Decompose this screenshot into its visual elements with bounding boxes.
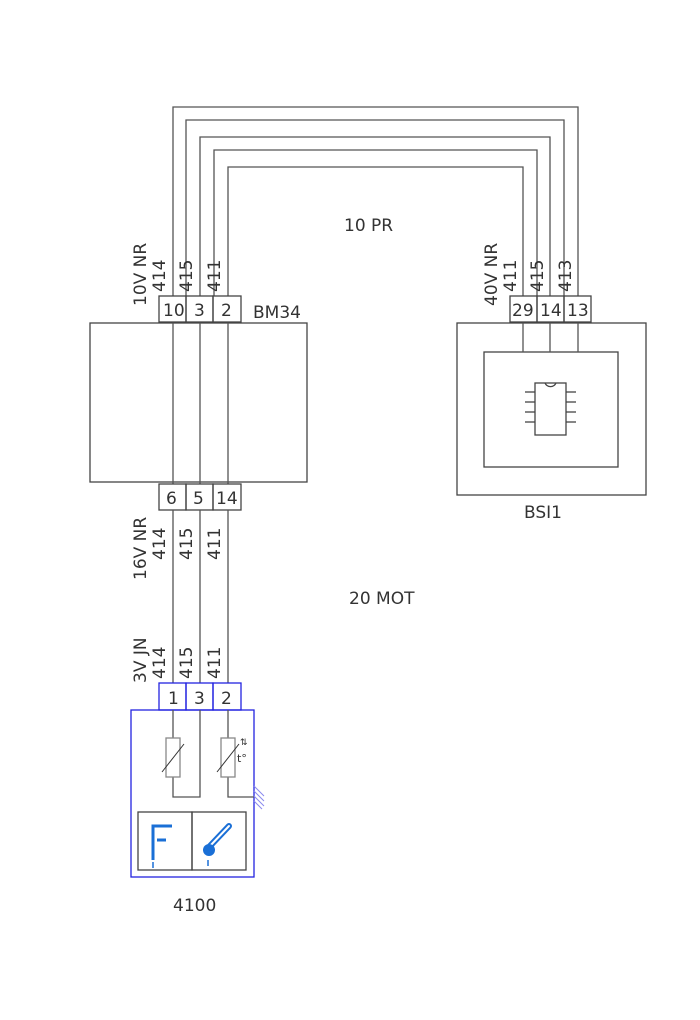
sensor-wire-labels: 3V JN 414 415 411 [131, 637, 225, 683]
bm34-internal-wires [172, 322, 229, 484]
svg-text:414: 414 [150, 528, 170, 560]
svg-text:415: 415 [177, 528, 197, 560]
svg-text:411: 411 [205, 260, 225, 292]
svg-text:411: 411 [501, 260, 521, 292]
svg-text:14: 14 [216, 489, 238, 509]
svg-text:3V JN: 3V JN [131, 637, 151, 683]
svg-text:415: 415 [177, 647, 197, 679]
bsi1-module [456, 322, 647, 496]
bm34-bottom-connector: 6 5 14 [158, 483, 242, 511]
harness-label-bottom: 20 MOT [349, 589, 415, 609]
svg-text:⇅: ⇅ [240, 738, 248, 748]
svg-text:5: 5 [193, 489, 204, 509]
svg-text:10: 10 [163, 301, 185, 321]
harness-label-top: 10 PR [344, 216, 393, 236]
sensor-4100-body [130, 709, 255, 878]
svg-text:40V NR: 40V NR [482, 243, 502, 306]
bm34-label: BM34 [253, 303, 301, 323]
bsi1-wire-labels: 40V NR 411 415 413 [482, 243, 576, 306]
ground-hatch-icon [253, 785, 265, 810]
bm34-top-connector: 10 3 2 [158, 295, 242, 323]
bm34-bottom-wire-labels: 16V NR 414 415 411 [131, 517, 225, 580]
svg-text:14: 14 [540, 301, 562, 321]
svg-text:414: 414 [150, 260, 170, 292]
sensor-4100-label: 4100 [173, 896, 216, 916]
svg-text:413: 413 [556, 260, 576, 292]
ic-chip-icon [525, 382, 576, 436]
sensor-4100-connector: 1 3 2 [158, 682, 242, 711]
svg-text:415: 415 [177, 260, 197, 292]
svg-text:10V NR: 10V NR [131, 243, 151, 306]
svg-text:3: 3 [194, 301, 205, 321]
bm34-top-wire-labels: 10V NR 414 415 411 [131, 243, 225, 306]
bsi1-connector: 29 14 13 [509, 295, 592, 323]
bm34-module [89, 322, 308, 483]
resistor-icon [161, 737, 185, 778]
svg-text:29: 29 [512, 301, 534, 321]
svg-text:414: 414 [150, 647, 170, 679]
bsi1-label: BSI1 [524, 503, 562, 523]
coolant-temperature-icon [203, 823, 232, 866]
svg-text:t°: t° [237, 752, 247, 765]
harness-wires-top [172, 106, 579, 296]
svg-text:6: 6 [166, 489, 177, 509]
svg-text:411: 411 [205, 647, 225, 679]
svg-text:1: 1 [168, 689, 179, 709]
sensor-internal-circuit [172, 710, 254, 798]
svg-text:2: 2 [221, 689, 232, 709]
thermistor-icon: ⇅ t° [216, 737, 248, 778]
svg-text:3: 3 [194, 689, 205, 709]
svg-text:411: 411 [205, 528, 225, 560]
svg-text:16V NR: 16V NR [131, 517, 151, 580]
svg-text:415: 415 [528, 260, 548, 292]
svg-text:2: 2 [221, 301, 232, 321]
fuel-gauge-icon [151, 824, 172, 868]
svg-text:13: 13 [567, 301, 589, 321]
